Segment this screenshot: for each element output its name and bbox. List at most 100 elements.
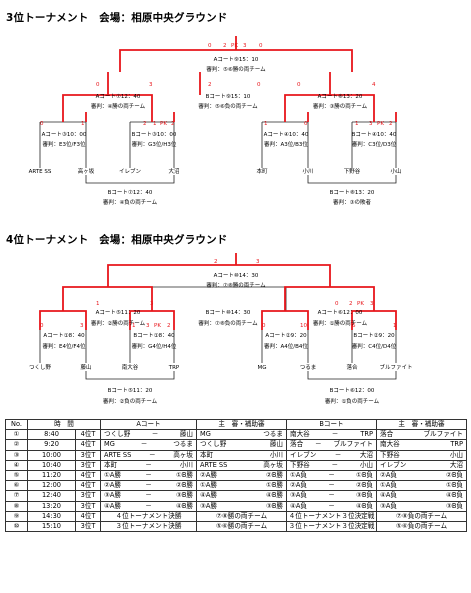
t1-semiR-sa: 0 [297, 82, 301, 88]
t1-semiM-l2: 審判：⑤⑥負の両チーム [198, 102, 258, 110]
t2-team-6: つるま [300, 364, 317, 371]
a-court-referee: ⑦⑧勝の両チーム [215, 511, 268, 520]
b-court-referee: ⑦⑧負の両チーム [395, 511, 448, 520]
t1-q1-l1: Aコート③10：00 [42, 131, 87, 138]
t2-semiL-red [62, 286, 153, 311]
t1-final-score-m: 2 [223, 43, 227, 49]
t2-cL-l1: Bコート⑤11：20 [108, 387, 153, 394]
a-ref-2: ①B勝 [265, 481, 283, 490]
t2-final-l1: Aコート⑩14：30 [214, 272, 259, 279]
t2-q1-l2: 審判：E4位/F4位 [43, 342, 86, 350]
b-team-2: 大沼 [359, 450, 373, 459]
t2-semiR-sa: 0 [335, 301, 339, 307]
t2-semiM-l1: Bコート⑩14：30 [206, 309, 251, 316]
col-b-court: Bコート [286, 418, 377, 431]
b-team-2: ブルファイト [333, 440, 373, 449]
t1-semiL-l1: Aコート⑦12：40 [96, 93, 141, 100]
b-team-1: ①A負 [290, 471, 308, 480]
t2-q4-l1: Bコート②9：20 [353, 332, 395, 339]
t1-q4-l1: Bコート④10：40 [352, 131, 397, 138]
match-time: 11:20 [41, 471, 61, 480]
a-ref-2: 小川 [269, 450, 283, 459]
t2-q2-sb: 3 [146, 323, 150, 329]
match-time: 12:40 [41, 491, 61, 500]
b-ref-1: ①A負 [380, 481, 398, 490]
a-ref-1: ①A勝 [200, 481, 218, 490]
b-ref-1: ④A負 [380, 491, 398, 500]
a-team-2: ③B勝 [175, 491, 193, 500]
a-vs: － [145, 481, 152, 490]
t1-team-7: 下野谷 [344, 167, 361, 175]
t2-q1-sa: 0 [40, 323, 44, 329]
t2-semiM-l2: 審判：⑦⑧負の両チーム [198, 319, 258, 327]
t2-team-8: ブルファイト [379, 363, 412, 371]
t1-cL-l2: 審判：④負の両チーム [103, 198, 158, 206]
a-ref-1: ARTE SS [200, 460, 228, 469]
t1-q2-sa: 2 [143, 121, 147, 127]
match-division: 4位T [80, 481, 96, 490]
t1-semiR-l2: 審判：③勝の両チーム [313, 102, 368, 110]
t2-semiR-sc: 3 [370, 301, 374, 307]
t1-semiL-l2: 審判：④勝の両チーム [91, 102, 146, 110]
a-ref-2: つるま [263, 430, 283, 439]
a-team-2: 藤山 [179, 430, 193, 439]
t1-q2-l2: 審判：G3位/H3位 [132, 140, 177, 148]
t1-final-score-r: 3 [243, 43, 247, 49]
b-ref-2: ③B負 [445, 501, 463, 510]
match-no: ② [13, 440, 20, 449]
t2-semiL-l2: 審判：②勝の両チーム [91, 319, 146, 327]
a-ref-2: ④B勝 [265, 491, 283, 500]
t1-semiL-sa: 0 [96, 82, 100, 88]
t1-q4-sa: 1 [355, 121, 359, 127]
t1-q2-sc: 2 [171, 121, 175, 127]
match-time: 10:00 [41, 450, 61, 459]
match-division: 4位T [80, 471, 96, 480]
col-a-court: Aコート [100, 418, 197, 431]
b-vs: － [334, 450, 342, 459]
b-team-1: 南大谷 [290, 430, 310, 439]
t2-team-1: つくし野 [29, 363, 52, 371]
a-vs: － [145, 491, 152, 500]
t2-team-5: MG [257, 365, 266, 371]
t2-semiR-sb: 2 [349, 301, 353, 307]
col-a-referee: 主 審・補助審 [196, 418, 287, 431]
b-vs: － [328, 471, 335, 480]
match-division: 3位T [80, 460, 96, 469]
t1-semiL-sb: 3 [149, 82, 153, 88]
b-team-1: 下野谷 [290, 460, 310, 469]
t1-q4-l2: 審判：C3位/D3位 [352, 140, 397, 148]
consolation-right-connector [307, 175, 397, 184]
b-ref-1: 南大谷 [380, 440, 400, 449]
t1-q4-sb: 3 [369, 121, 373, 127]
b-ref-1: 落合 [380, 430, 394, 439]
consolation-left-connector-2 [85, 371, 175, 380]
t2-semiR-red [284, 286, 375, 311]
col-b-referee: 主 審・補助審 [376, 418, 467, 431]
b-ref-2: TRP [450, 440, 463, 449]
match-no: ⑨ [13, 511, 20, 520]
t1-team-5: 本町 [256, 167, 268, 175]
b-court-referee: ⑤⑥負の両チーム [395, 521, 448, 530]
a-team-2: ②B勝 [175, 481, 193, 490]
t1-final-score-rr: 0 [259, 43, 263, 49]
b-team-1: ④A負 [290, 501, 308, 510]
a-ref-1: ④A勝 [200, 491, 218, 500]
a-vs: － [148, 450, 156, 459]
t1-semiM-l1: Bコート⑨15：10 [206, 93, 251, 100]
t2-q4-sb: 1 [393, 323, 397, 329]
col-time: 時 間 [27, 418, 101, 431]
b-vs: － [328, 481, 335, 490]
match-no: ③ [13, 450, 20, 459]
tournament-4-bracket: 2 3 1 3 0 2 PK 3 0 3 1 3 PK 2 0 10 6 1 A… [29, 253, 413, 405]
b-team-2: TRP [360, 430, 373, 439]
a-team-1: ③A勝 [104, 491, 122, 500]
t1-q3-sa: 1 [264, 121, 268, 127]
a-ref-2: 藤山 [269, 440, 283, 449]
t1-q4-sc: 2 [389, 121, 393, 127]
t2-team-2: 藤山 [80, 363, 91, 371]
a-ref-2: ②B勝 [265, 471, 283, 480]
t2-semiR-pk: PK [357, 301, 364, 307]
